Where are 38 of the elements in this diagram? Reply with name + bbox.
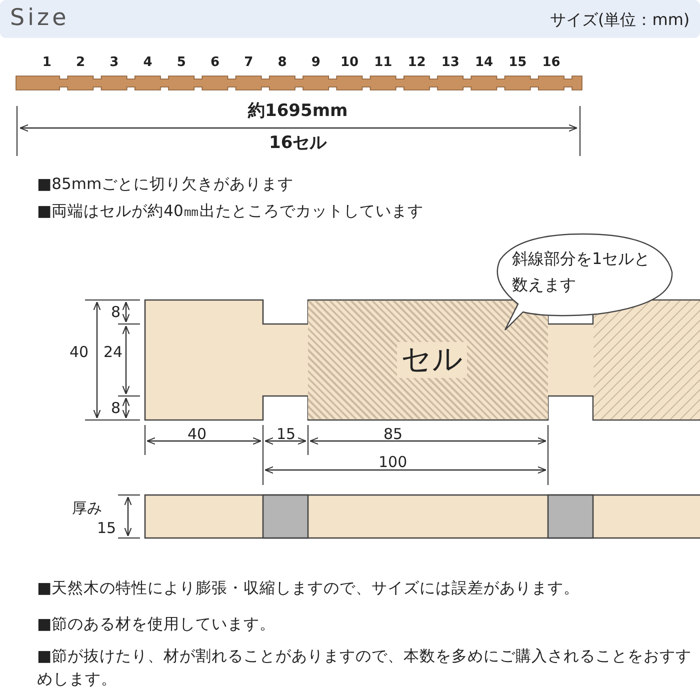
cell-number: 8 <box>278 55 287 71</box>
cell-number: 5 <box>176 55 186 71</box>
dimension-label: 24 <box>104 343 123 361</box>
dimension-label: 厚み <box>72 499 102 517</box>
cell-number: 2 <box>76 55 85 71</box>
cell-number: 9 <box>311 55 320 71</box>
dimension-label: 8 <box>111 303 121 321</box>
note-text: ■85mmごとに切り欠きがあります <box>37 174 294 194</box>
cell-number: 3 <box>110 55 119 71</box>
cell-number: 1 <box>42 55 52 71</box>
dimension-label: 15 <box>97 519 116 537</box>
dimension-label: 40 <box>70 343 89 361</box>
cell-number: 11 <box>374 55 392 71</box>
cell-number: 7 <box>244 55 254 71</box>
length-label: 約1695mm <box>248 101 348 122</box>
cell-number: 4 <box>143 55 152 71</box>
cell-number: 6 <box>210 55 220 71</box>
bubble-text: 斜線部分を1セルと数えます <box>512 248 652 296</box>
cell-number: 13 <box>441 55 460 71</box>
cell-number: 16 <box>542 55 560 71</box>
note-text: ■節が抜けたり、材が割れることがありますので、本数を多めにご購入されることをおすすめします。 <box>37 646 693 690</box>
unit-note: サイズ(単位：mm) <box>550 10 690 29</box>
dimension-label: 100 <box>378 453 408 471</box>
section-title: Size <box>10 5 70 33</box>
cell-number: 14 <box>474 55 494 71</box>
note-text: ■天然木の特性により膨張・収縮しますので、サイズには誤差があります。 <box>37 578 580 598</box>
cell-number: 10 <box>340 55 359 71</box>
hatched-cell <box>308 301 548 419</box>
dimension-label: 40 <box>188 425 207 443</box>
cell-number: 15 <box>508 55 527 71</box>
cell-label: セル <box>397 342 467 378</box>
dimension-label: 8 <box>111 399 121 417</box>
note-text: ■節のある材を使用しています。 <box>37 614 276 634</box>
dimension-label: 15 <box>276 425 296 443</box>
cell-count-label: 16セル <box>269 133 327 154</box>
cell-number: 12 <box>408 55 426 71</box>
note-text: ■両端はセルが約40㎜出たところでカットしています <box>37 202 424 220</box>
dimension-label: 85 <box>384 425 403 443</box>
